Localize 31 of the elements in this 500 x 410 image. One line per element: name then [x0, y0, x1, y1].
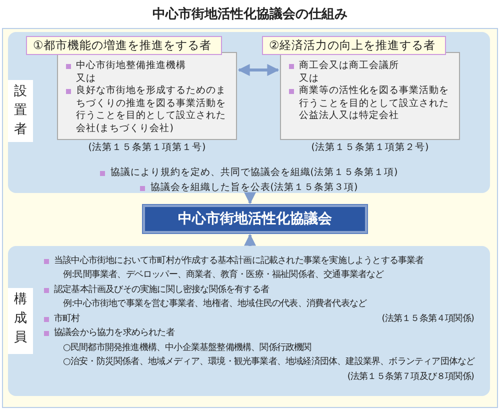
connective-text: 又は — [75, 72, 97, 85]
bullet-item: 商業等の活性化を図る事業活動を行うことを目的として設立された公益法人又は特定会社 — [289, 85, 451, 122]
bullet-item: 当該中心市街地において市町村が作成する基本計画に記載された事業を実施しようとする事業者 — [44, 255, 424, 268]
bullet-item: 良好な市街地を形成するためのまちづくりの推進を図る事業活動を行うことを目的として設立された会社(まちづくり会社) — [66, 85, 228, 135]
bullet-item: 協議会を組織した旨を公表(法第１５条第３項) — [140, 182, 358, 194]
example-text: ○民間都市開発推進機構、中小企業基盤整備機構、関係行政機関 — [63, 342, 312, 354]
side-tab: 構成員 — [8, 288, 33, 354]
law-reference: (法第１５条第１項第１号) — [87, 142, 207, 154]
title: 中心市街地活性化協議会の仕組み — [152, 6, 348, 23]
bullet-item: 協議会から協力を求められた者 — [44, 327, 174, 340]
arrow — [244, 234, 256, 246]
group-panel — [8, 32, 490, 193]
law-reference: (法第１５条第７項及び８項関係) — [347, 371, 474, 384]
council-box: 中心市街地活性化協議会 — [143, 205, 367, 233]
side-tab: 設置者 — [8, 80, 33, 142]
group-panel — [8, 246, 490, 396]
example-text: ○治安・防災関係者、地域メディア、環境・観光事業者、地域経済団体、建設業界、ボランティア団体など — [63, 356, 475, 368]
arrow — [238, 64, 280, 76]
bullet-item: 商工会又は商工会議所 — [289, 60, 451, 72]
bullet-item: 協議により規約を定め、共同で協議会を組織(法第１５条第１項) — [100, 167, 398, 180]
bullet-item: 中心市街地整備推進機構 — [66, 60, 228, 72]
law-reference: (法第１５条第１項第２号) — [310, 142, 430, 154]
heading-tab: ②経済活力の向上を推進する者 — [262, 36, 446, 55]
law-reference: (法第１５条第４項関係) — [382, 313, 474, 326]
example-text: 例:中心市街地で事業を営む事業者、地権者、地域住民の代表、消費者代表など — [63, 298, 367, 310]
arrow — [244, 192, 256, 204]
example-text: 例:民間事業者、デベロッパー、商業者、教育・医療・福祉関係者、交通事業者など — [63, 269, 384, 282]
bullet-item: 市町村 — [44, 313, 80, 326]
connective-text: 又は — [298, 72, 320, 85]
heading-tab: ①都市機能の増進を推進をする者 — [26, 36, 222, 55]
bullet-item: 認定基本計画及びその実施に関し密接な関係を有する者 — [44, 284, 270, 296]
